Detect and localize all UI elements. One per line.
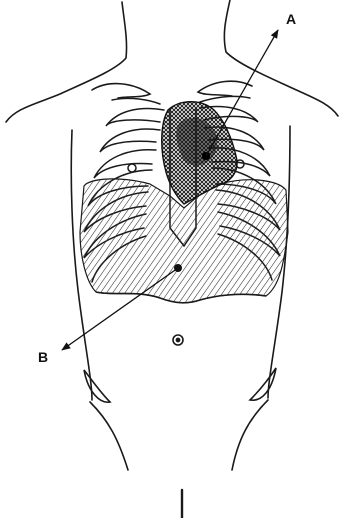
navel — [173, 335, 183, 345]
pelvis-left — [84, 370, 110, 402]
rib-left-2 — [100, 129, 160, 152]
arrow-a — [206, 30, 278, 156]
neck-left — [6, 2, 127, 122]
label-a: A — [286, 11, 296, 27]
neck-right — [224, 0, 338, 116]
marker-left — [128, 164, 136, 172]
pelvis-right — [250, 368, 276, 400]
rib-left-1 — [106, 109, 164, 126]
label-b: B — [38, 349, 48, 365]
collarbone-left — [92, 84, 150, 98]
waist-line — [90, 400, 268, 470]
